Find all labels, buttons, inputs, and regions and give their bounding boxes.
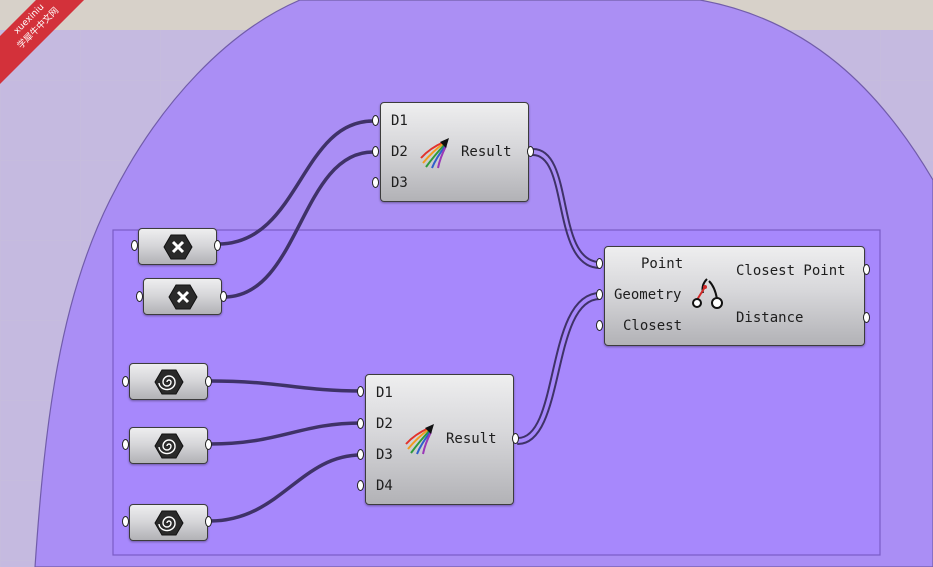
- point-param-1[interactable]: [138, 228, 217, 265]
- merge-bottom-grip-d3[interactable]: [357, 449, 364, 460]
- geometry-param-3[interactable]: [129, 504, 208, 541]
- merge-icon: [405, 424, 434, 455]
- closest-point-input-geometry[interactable]: Geometry: [614, 287, 682, 303]
- closest-point-grip-closest[interactable]: [596, 320, 603, 331]
- wire-spiral2-to-d2: [208, 421, 363, 446]
- geometry-param-1-grip-out[interactable]: [205, 376, 212, 387]
- closest-point-component[interactable]: Point Geometry Closest Closest Point Dis…: [604, 246, 865, 346]
- geometry-param-1-grip-in[interactable]: [122, 376, 129, 387]
- merge-top-input-d1[interactable]: D1: [391, 113, 408, 129]
- merge-bottom-grip-d2[interactable]: [357, 418, 364, 429]
- wire-result-bottom-to-geometry: [517, 292, 601, 439]
- merge-top-output-result[interactable]: Result: [461, 144, 512, 160]
- spiral-hexagon-icon: [154, 433, 184, 459]
- merge-bottom-output-result[interactable]: Result: [446, 431, 497, 447]
- merge-top-input-d2[interactable]: D2: [391, 144, 408, 160]
- closest-point-output-distance[interactable]: Distance: [736, 310, 804, 326]
- merge-top-grip-d2[interactable]: [372, 146, 379, 157]
- merge-component-top[interactable]: D1 D2 D3 Result: [380, 102, 529, 202]
- closest-point-input-point[interactable]: Point: [641, 256, 684, 272]
- merge-top-grip-d1[interactable]: [372, 115, 379, 126]
- closest-point-grip-distance-out[interactable]: [863, 312, 870, 323]
- geometry-param-3-grip-out[interactable]: [205, 516, 212, 527]
- wire-spiral3-to-d3: [208, 453, 363, 523]
- wire-point1-to-merge-d1: [216, 119, 375, 246]
- closest-point-grip-point[interactable]: [596, 258, 603, 269]
- closest-point-icon: [692, 278, 723, 309]
- merge-icon: [420, 138, 449, 169]
- merge-top-input-d3[interactable]: D3: [391, 175, 408, 191]
- merge-component-bottom[interactable]: D1 D2 D3 D4 Result: [365, 374, 514, 505]
- closest-point-input-closest[interactable]: Closest: [623, 318, 683, 334]
- merge-bottom-grip-d4[interactable]: [357, 480, 364, 491]
- point-param-2-grip-in[interactable]: [136, 291, 143, 302]
- closest-point-grip-geometry[interactable]: [596, 289, 603, 300]
- merge-bottom-input-d2[interactable]: D2: [376, 416, 393, 432]
- point-param-1-grip-in[interactable]: [131, 240, 138, 251]
- geometry-param-1[interactable]: [129, 363, 208, 400]
- spiral-hexagon-icon: [154, 510, 184, 536]
- wire-result-top-to-point-b: [532, 154, 601, 269]
- wire-point2-to-merge-d2: [222, 150, 375, 299]
- merge-bottom-input-d3[interactable]: D3: [376, 447, 393, 463]
- merge-bottom-input-d1[interactable]: D1: [376, 385, 393, 401]
- merge-top-grip-result[interactable]: [527, 146, 534, 157]
- merge-bottom-grip-result[interactable]: [512, 433, 519, 444]
- point-param-2-grip-out[interactable]: [220, 291, 227, 302]
- spiral-hexagon-icon: [154, 369, 184, 395]
- wire-spiral1-to-d1: [208, 379, 363, 393]
- geometry-param-3-grip-in[interactable]: [122, 516, 129, 527]
- cross-hexagon-icon: [168, 284, 198, 310]
- geometry-param-2[interactable]: [129, 427, 208, 464]
- point-param-1-grip-out[interactable]: [214, 240, 221, 251]
- merge-bottom-grip-d1[interactable]: [357, 386, 364, 397]
- point-param-2[interactable]: [143, 278, 222, 315]
- cross-hexagon-icon: [163, 234, 193, 260]
- wire-result-bottom-to-geometry-b: [517, 298, 601, 445]
- closest-point-grip-closest-point-out[interactable]: [863, 264, 870, 275]
- wire-result-top-to-point: [532, 148, 601, 263]
- geometry-param-2-grip-in[interactable]: [122, 439, 129, 450]
- closest-point-output-closest-point[interactable]: Closest Point: [736, 263, 846, 279]
- merge-top-grip-d3[interactable]: [372, 177, 379, 188]
- merge-bottom-input-d4[interactable]: D4: [376, 478, 393, 494]
- geometry-param-2-grip-out[interactable]: [205, 439, 212, 450]
